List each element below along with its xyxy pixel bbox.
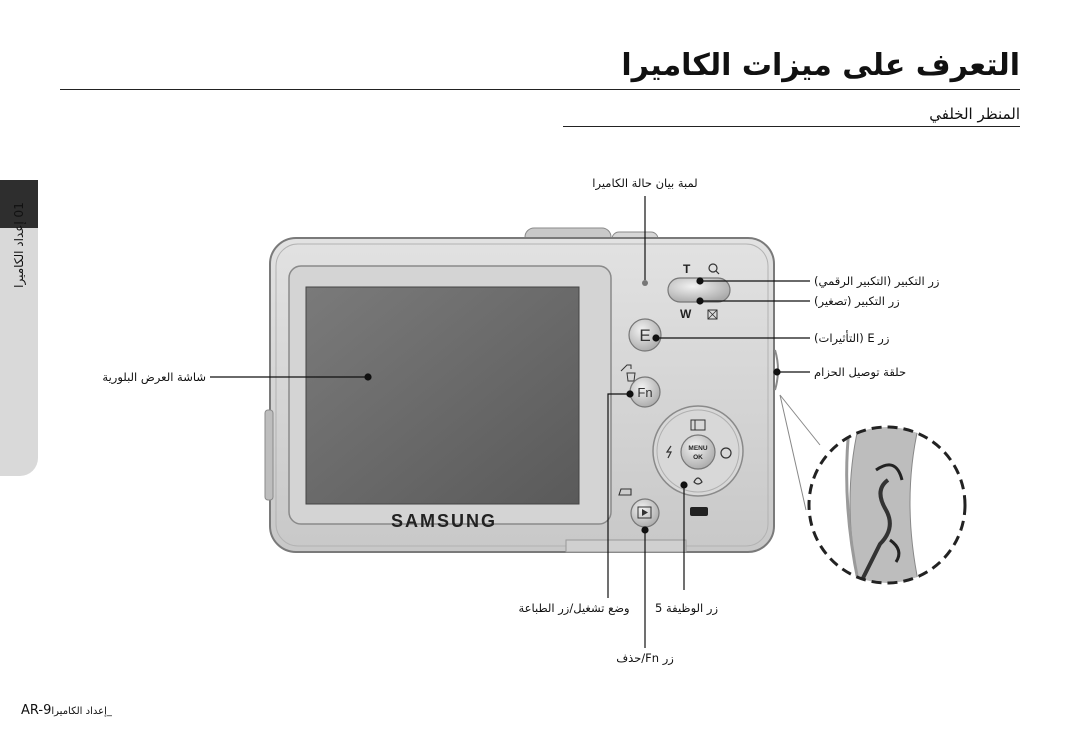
subtitle-divider (563, 126, 1020, 127)
svg-text:MENU: MENU (688, 445, 707, 452)
magnify-icon (708, 263, 718, 273)
display-icon (690, 419, 706, 431)
zoom-tele-label: T (683, 262, 691, 276)
callout-lcd-monitor: شاشة العرض البلورية (102, 370, 206, 384)
zoom-guide-line (779, 394, 821, 446)
voice-icon (690, 507, 708, 516)
callout-five-function: زر الوظيفة 5 (655, 601, 718, 615)
callout-play-mode: وضع تشغيل/زر الطباعة (518, 601, 630, 615)
callout-zoom-wide: زر التكبير (تصغير) (814, 294, 900, 308)
e-button (628, 318, 662, 352)
svg-text:E: E (639, 326, 650, 345)
macro-icon (693, 477, 703, 485)
callout-zoom-tele: زر التكبير (التكبير الرقمي) (814, 274, 940, 288)
self-timer-icon (720, 447, 732, 459)
side-grip (264, 409, 274, 501)
callout-strap-eyelet: حلقة توصيل الحزام (814, 365, 907, 379)
strap-detail-circle (807, 425, 967, 585)
footer-section: _إعداد الكاميرا (51, 706, 112, 717)
title-divider (60, 89, 1020, 90)
page-title: التعرف على ميزات الكاميرا (621, 48, 1020, 83)
brand-logo: SAMSUNG (391, 511, 497, 531)
flash-icon (665, 445, 672, 459)
lcd-screen (305, 286, 580, 505)
zoom-wide-label: W (680, 307, 692, 321)
menu-ok-button (680, 434, 716, 470)
page-footer: AR-9_إعداد الكاميرا (21, 703, 112, 718)
chapter-tab (0, 180, 38, 476)
callout-e-button: زر E (التأثيرات) (814, 331, 890, 345)
svg-text:Fn: Fn (637, 385, 652, 400)
strap-detail (809, 427, 965, 583)
page-number: AR-9 (21, 703, 52, 718)
section-subtitle: المنظر الخلفي (929, 105, 1020, 123)
thumbnail-icon (707, 309, 718, 320)
callout-fn-delete: زر Fn/حذف (616, 651, 674, 665)
chapter-tab-marker (0, 180, 38, 228)
svg-text:OK: OK (693, 454, 703, 461)
status-lamp (642, 280, 648, 286)
print-icon (618, 488, 632, 496)
callout-status-lamp: لمبة بيان حالة الكاميرا (592, 176, 698, 190)
